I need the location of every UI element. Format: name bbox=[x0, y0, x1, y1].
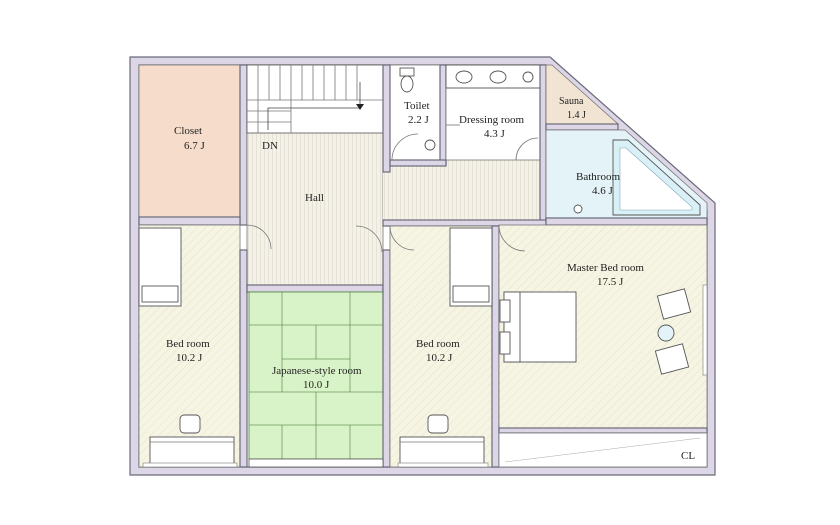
wall-sauna-bottom bbox=[545, 123, 619, 131]
master-size: 17.5 J bbox=[597, 276, 624, 288]
hall-corridor bbox=[383, 160, 543, 220]
cl-door-track bbox=[504, 437, 701, 463]
wall-jap-top bbox=[246, 284, 384, 293]
bathroom-label: Bathroom bbox=[576, 171, 620, 183]
sauna-size: 1.4 J bbox=[567, 110, 586, 121]
wall-closet-hall bbox=[239, 64, 248, 226]
bathroom-size: 4.6 J bbox=[592, 185, 614, 197]
cl-label: CL bbox=[681, 450, 695, 462]
sink-icon bbox=[455, 70, 473, 84]
wall-dressing-sauna bbox=[539, 64, 547, 226]
wall-toilet-bottom bbox=[389, 159, 447, 167]
japanese-door bbox=[355, 225, 383, 253]
bedroom-left-size: 10.2 J bbox=[176, 352, 203, 364]
wall-toilet-hall bbox=[382, 64, 391, 173]
closet-size: 6.7 J bbox=[184, 140, 206, 152]
toilet-size: 2.2 J bbox=[408, 114, 430, 126]
desk-left bbox=[149, 414, 235, 468]
closet-room bbox=[138, 64, 241, 218]
wall-master-cl bbox=[498, 427, 708, 434]
dressing-door bbox=[515, 137, 539, 161]
toilet-label: Toilet bbox=[404, 100, 430, 112]
master-bed bbox=[499, 291, 577, 363]
dn-label: DN bbox=[262, 140, 278, 152]
wall-toilet-dressing bbox=[439, 64, 447, 166]
desk-right bbox=[399, 414, 485, 468]
bedroom-right-label: Bed room bbox=[416, 338, 460, 350]
hall-label: Hall bbox=[305, 192, 324, 204]
wall-bed-left-jap bbox=[239, 249, 248, 468]
japanese-window bbox=[248, 458, 384, 468]
dressing-label: Dressing room bbox=[459, 114, 525, 126]
wall-bed-right-master bbox=[491, 225, 500, 468]
wall-mid-left bbox=[138, 216, 241, 226]
window-left bbox=[142, 462, 238, 468]
sauna-label: Sauna bbox=[559, 96, 584, 107]
stairs bbox=[246, 64, 384, 134]
japanese-size: 10.0 J bbox=[303, 379, 330, 391]
bedroom-left-label: Bed room bbox=[166, 338, 210, 350]
armchair-top bbox=[656, 288, 692, 320]
toilet-fixture bbox=[391, 67, 436, 161]
bed-right bbox=[449, 227, 493, 307]
bedroom-left-door bbox=[246, 224, 272, 250]
master-door bbox=[498, 224, 526, 252]
tatami-mats bbox=[249, 292, 383, 459]
basin-icon bbox=[522, 71, 534, 83]
side-table bbox=[657, 324, 675, 342]
armchair-bottom bbox=[654, 343, 690, 375]
sink-icon bbox=[489, 70, 507, 84]
bed-left bbox=[138, 227, 182, 307]
wall-jap-right bbox=[382, 249, 391, 468]
master-label: Master Bed room bbox=[567, 262, 644, 274]
window-right bbox=[397, 462, 489, 468]
window-master bbox=[702, 284, 708, 376]
wall-mid-right bbox=[545, 217, 708, 226]
japanese-label: Japanese-style room bbox=[272, 365, 362, 377]
closet-label: Closet bbox=[174, 125, 202, 137]
bedroom-right-door bbox=[389, 225, 415, 251]
bedroom-right-size: 10.2 J bbox=[426, 352, 453, 364]
dressing-size: 4.3 J bbox=[484, 128, 506, 140]
shower-icon bbox=[573, 204, 583, 214]
